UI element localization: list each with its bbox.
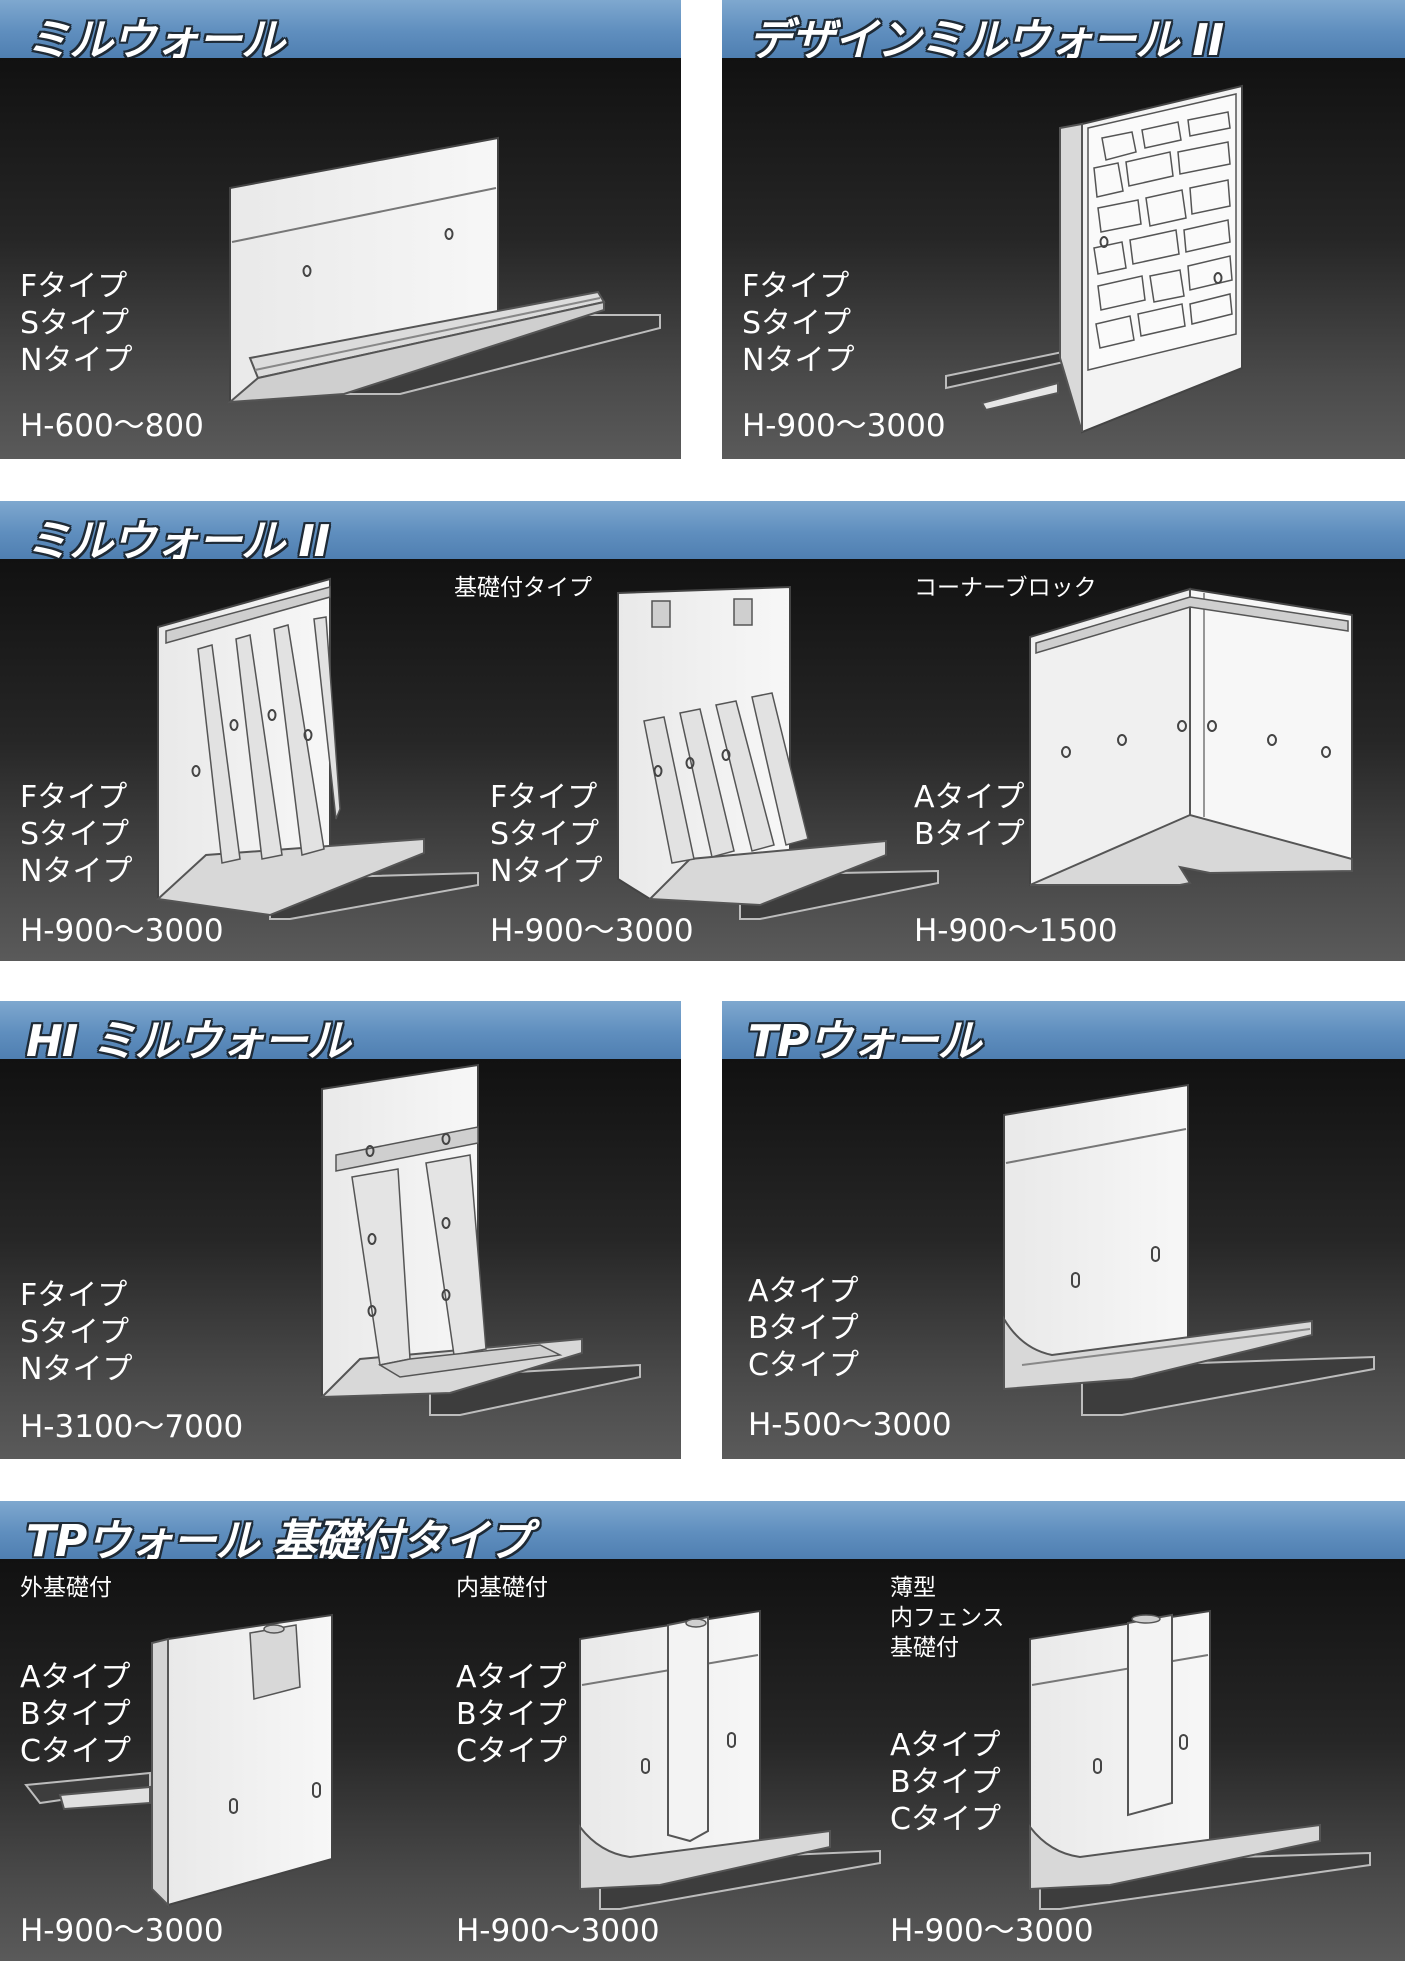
- type-label: Fタイプ: [742, 269, 850, 304]
- panel-title: ミルウォール: [26, 15, 285, 66]
- type-list: Fタイプ Sタイプ Nタイプ: [20, 779, 132, 890]
- panel-title: ミルウォール II: [26, 516, 330, 567]
- type-label: Bタイプ: [914, 817, 1025, 852]
- type-label: Bタイプ: [20, 1697, 131, 1732]
- type-label: Nタイプ: [20, 854, 133, 889]
- millwall-illustration: [227, 136, 661, 404]
- panel-millwall-2: ミルウォール II: [0, 501, 1405, 961]
- height-range: H-600～800: [20, 408, 204, 444]
- height-range: H-900～3000: [742, 408, 946, 444]
- type-label: Sタイプ: [20, 1315, 130, 1350]
- panel-title-bar: TPウォール 基礎付タイプ: [0, 1501, 1405, 1567]
- type-label: Cタイプ: [456, 1734, 567, 1769]
- panel-title-bar: ミルウォール II: [0, 501, 1405, 567]
- type-label: Sタイプ: [20, 306, 130, 341]
- type-label: Cタイプ: [748, 1348, 859, 1383]
- type-label: Aタイプ: [20, 1660, 131, 1695]
- type-label: Fタイプ: [20, 269, 128, 304]
- hi-millwall-illustration: [319, 1063, 641, 1416]
- type-label: Cタイプ: [890, 1802, 1001, 1837]
- panel-tp-wall-foundation: TPウォール 基礎付タイプ 外基礎付 内基礎付 薄型 内フェンス: [0, 1501, 1405, 1961]
- panel-title-bar: TPウォール: [722, 1001, 1405, 1067]
- type-list: Aタイプ Bタイプ Cタイプ: [20, 1659, 131, 1770]
- item-label-line: 内フェンス: [890, 1605, 1005, 1631]
- type-label: Sタイプ: [742, 306, 852, 341]
- item-label: 内基礎付: [456, 1575, 548, 1601]
- panel-title-bar: デザインミルウォール II: [722, 0, 1405, 66]
- type-label: Bタイプ: [748, 1311, 859, 1346]
- type-list: Aタイプ Bタイプ: [914, 779, 1025, 853]
- item-label-multiline: 薄型 内フェンス 基礎付: [890, 1573, 1005, 1663]
- type-label: Aタイプ: [914, 780, 1025, 815]
- design-millwall-2-illustration: [945, 84, 1243, 434]
- type-label: Sタイプ: [490, 817, 600, 852]
- item-label-line: 基礎付: [890, 1635, 959, 1661]
- item-label: コーナーブロック: [914, 575, 1097, 601]
- height-range: H-900～3000: [890, 1913, 1094, 1949]
- height-range: H-900～3000: [456, 1913, 660, 1949]
- type-label: Aタイプ: [748, 1274, 859, 1309]
- type-label: Bタイプ: [890, 1765, 1001, 1800]
- height-range: H-900～1500: [914, 913, 1118, 949]
- height-range: H-900～3000: [20, 1913, 224, 1949]
- type-list: Aタイプ Bタイプ Cタイプ: [456, 1659, 567, 1770]
- type-label: Nタイプ: [20, 1352, 133, 1387]
- type-label: Fタイプ: [490, 780, 598, 815]
- panel-title: TPウォール: [748, 1016, 981, 1067]
- panel-title: HI ミルウォール: [26, 1016, 351, 1067]
- height-range: H-500～3000: [748, 1407, 952, 1443]
- height-range: H-3100～7000: [20, 1409, 244, 1445]
- type-label: Sタイプ: [20, 817, 130, 852]
- panel-hi-millwall: HI ミルウォール Fタイプ Sタイプ Nタイプ H-3100～7000: [0, 1001, 681, 1459]
- item-label-line: 薄型: [890, 1575, 936, 1601]
- panel-title-bar: HI ミルウォール: [0, 1001, 681, 1067]
- panel-title: デザインミルウォール II: [748, 15, 1224, 66]
- type-label: Nタイプ: [742, 343, 855, 378]
- height-range: H-900～3000: [490, 913, 694, 949]
- type-label: Fタイプ: [20, 1278, 128, 1313]
- panel-title: TPウォール 基礎付タイプ: [26, 1516, 532, 1567]
- panel-title-bar: ミルウォール: [0, 0, 681, 66]
- item-label: 基礎付タイプ: [454, 575, 592, 601]
- type-list: Aタイプ Bタイプ Cタイプ: [890, 1727, 1001, 1838]
- type-list: Fタイプ Sタイプ Nタイプ: [490, 779, 602, 890]
- type-list: Fタイプ Sタイプ Nタイプ: [742, 268, 854, 379]
- height-range: H-900～3000: [20, 913, 224, 949]
- type-list: Fタイプ Sタイプ Nタイプ: [20, 1277, 132, 1388]
- type-list: Fタイプ Sタイプ Nタイプ: [20, 268, 132, 379]
- type-label: Cタイプ: [20, 1734, 131, 1769]
- type-label: Nタイプ: [490, 854, 603, 889]
- panel-tp-wall: TPウォール Aタイプ Bタイプ Cタイプ H-500～3000: [722, 1001, 1405, 1459]
- type-label: Nタイプ: [20, 343, 133, 378]
- panel-design-millwall-2: デザインミルウォール II: [722, 0, 1405, 459]
- type-list: Aタイプ Bタイプ Cタイプ: [748, 1273, 859, 1384]
- millwall-2-illustration: [155, 577, 1353, 920]
- tp-wall-foundation-illustration: [24, 1609, 1371, 1910]
- item-label: 外基礎付: [20, 1575, 112, 1601]
- type-label: Bタイプ: [456, 1697, 567, 1732]
- type-label: Aタイプ: [456, 1660, 567, 1695]
- panel-millwall: ミルウォール Fタイプ Sタイプ Nタイプ H-600～800: [0, 0, 681, 459]
- tp-wall-illustration: [1003, 1083, 1375, 1416]
- type-label: Aタイプ: [890, 1728, 1001, 1763]
- type-label: Fタイプ: [20, 780, 128, 815]
